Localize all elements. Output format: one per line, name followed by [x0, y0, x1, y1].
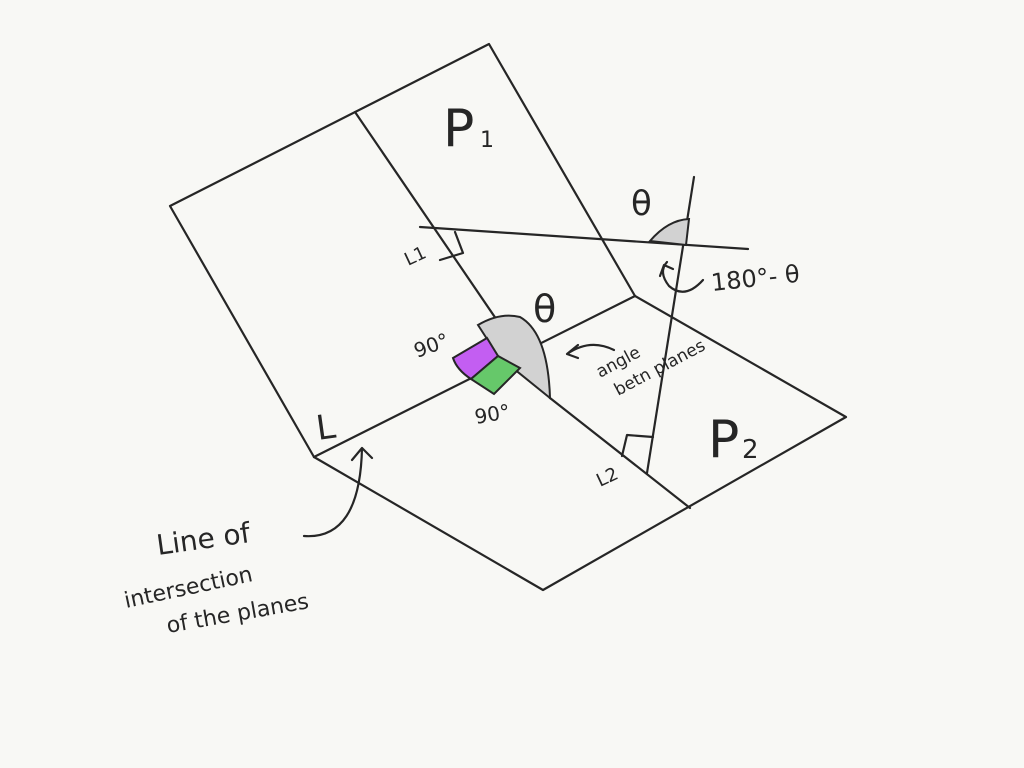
plane-p2-subscript: 2 — [742, 435, 759, 465]
plane-p1-label: P — [443, 99, 474, 159]
angle-theta-top-wedge — [648, 217, 691, 247]
transversal-horizontal-line — [418, 225, 750, 251]
right-angle-label-green: 90° — [473, 399, 512, 429]
right-angle-label-purple: 90° — [411, 328, 453, 363]
theta-center-label: θ — [533, 287, 556, 331]
angle-note-arrow-icon — [565, 343, 616, 360]
right-angle-mark-l1 — [438, 230, 465, 262]
theta-top-label: θ — [631, 184, 652, 224]
angle-between-planes-wedge — [476, 314, 552, 401]
plane-p1-outline — [168, 42, 637, 459]
plane-p2-label: P — [708, 410, 739, 470]
line-l1-label: L1 — [401, 242, 429, 270]
plane-p2-outline — [312, 294, 848, 592]
intersection-arrow-icon — [302, 446, 374, 538]
intersection-label-line1: Line of — [154, 516, 253, 562]
line-l-label: L — [314, 407, 338, 449]
line-l2 — [548, 396, 692, 510]
right-angle-green — [469, 354, 522, 396]
line-l2-label: L2 — [593, 463, 621, 491]
plane-p1-subscript: 1 — [480, 128, 494, 153]
supplement-arrow-icon — [658, 260, 705, 293]
right-angle-mark-l2 — [620, 433, 655, 458]
supplement-angle-label: 180°- θ — [710, 260, 801, 297]
